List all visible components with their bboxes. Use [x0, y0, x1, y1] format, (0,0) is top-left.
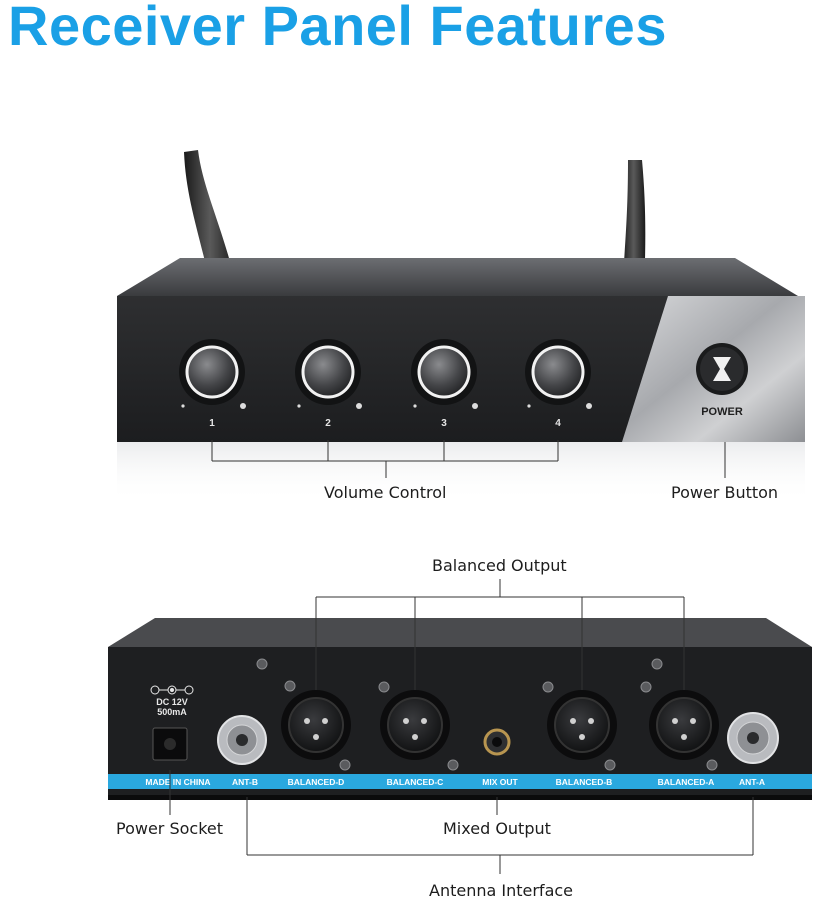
page-title: Receiver Panel Features [8, 0, 667, 57]
volume-knob-3[interactable] [411, 339, 478, 409]
polarity-icon [150, 685, 194, 695]
xlr-output-c[interactable] [380, 690, 450, 760]
power-button-label: Power Button [671, 483, 779, 502]
antenna-port-a[interactable] [727, 712, 779, 764]
xlr-output-a[interactable] [649, 690, 719, 760]
rear-label-strip [108, 774, 812, 789]
volume-knob-4[interactable] [525, 339, 592, 409]
antenna-interface-callout-lines [246, 797, 754, 874]
hourglass-icon [713, 357, 731, 381]
front-unit: 1 2 3 4 POWER [117, 150, 805, 502]
mix-out-jack[interactable] [483, 728, 511, 756]
dc-label-line1: DC 12V [156, 697, 188, 707]
strip-label-ant-b: ANT-B [232, 777, 258, 787]
antenna-left [184, 150, 236, 292]
antenna-interface-label: Antenna Interface [429, 881, 574, 900]
strip-label-balanced-b: BALANCED-B [556, 777, 613, 787]
dc-label-line2: 500mA [157, 707, 187, 717]
volume-knob-2[interactable] [295, 339, 362, 409]
channel-label-4: 4 [555, 418, 561, 429]
strip-label-balanced-c: BALANCED-C [387, 777, 444, 787]
volume-control-callout-lines [211, 440, 559, 478]
xlr-output-b[interactable] [547, 690, 617, 760]
power-button[interactable] [696, 343, 748, 395]
mixed-output-label: Mixed Output [443, 819, 551, 838]
xlr-output-d[interactable] [281, 690, 351, 760]
power-label: POWER [701, 406, 743, 418]
volume-control-label: Volume Control [324, 483, 447, 502]
strip-label-ant-a: ANT-A [739, 777, 765, 787]
channel-label-3: 3 [441, 418, 447, 429]
screws [256, 658, 718, 771]
antenna-port-b[interactable] [217, 715, 267, 765]
volume-knob-1[interactable] [179, 339, 246, 409]
strip-label-balanced-a: BALANCED-A [658, 777, 715, 787]
balanced-output-label: Balanced Output [432, 556, 567, 575]
channel-label-1: 1 [209, 418, 215, 429]
power-socket-label: Power Socket [116, 819, 224, 838]
rear-unit: MADE IN CHINA ANT-B BALANCED-D BALANCED-… [108, 618, 812, 800]
strip-label-mix-out: MIX OUT [482, 777, 518, 787]
balanced-output-callout-lines [315, 579, 685, 690]
channel-label-2: 2 [325, 418, 331, 429]
strip-label-made-in: MADE IN CHINA [145, 777, 210, 787]
strip-label-balanced-d: BALANCED-D [288, 777, 345, 787]
